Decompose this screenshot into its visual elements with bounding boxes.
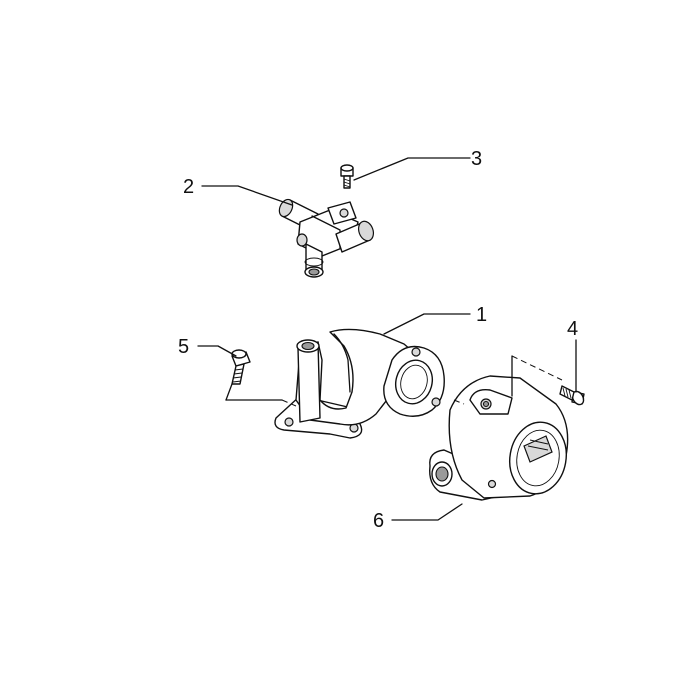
callout-label-3: 3 [471,148,482,170]
callout-label-1: 1 [476,304,487,326]
coolant-connector-part [278,198,375,278]
thermostat-unit-part [429,375,569,501]
callout-label-2: 2 [183,176,194,198]
assembly-lines [225,355,563,407]
callout-label-4: 4 [567,318,578,340]
housing-elbow-part [274,328,445,439]
callout-label-5: 5 [178,336,189,358]
leader-lines [197,157,577,521]
callout-label-6: 6 [373,510,384,532]
thermostat-bolt-part [559,385,585,406]
connector-bolt-part [340,164,354,189]
